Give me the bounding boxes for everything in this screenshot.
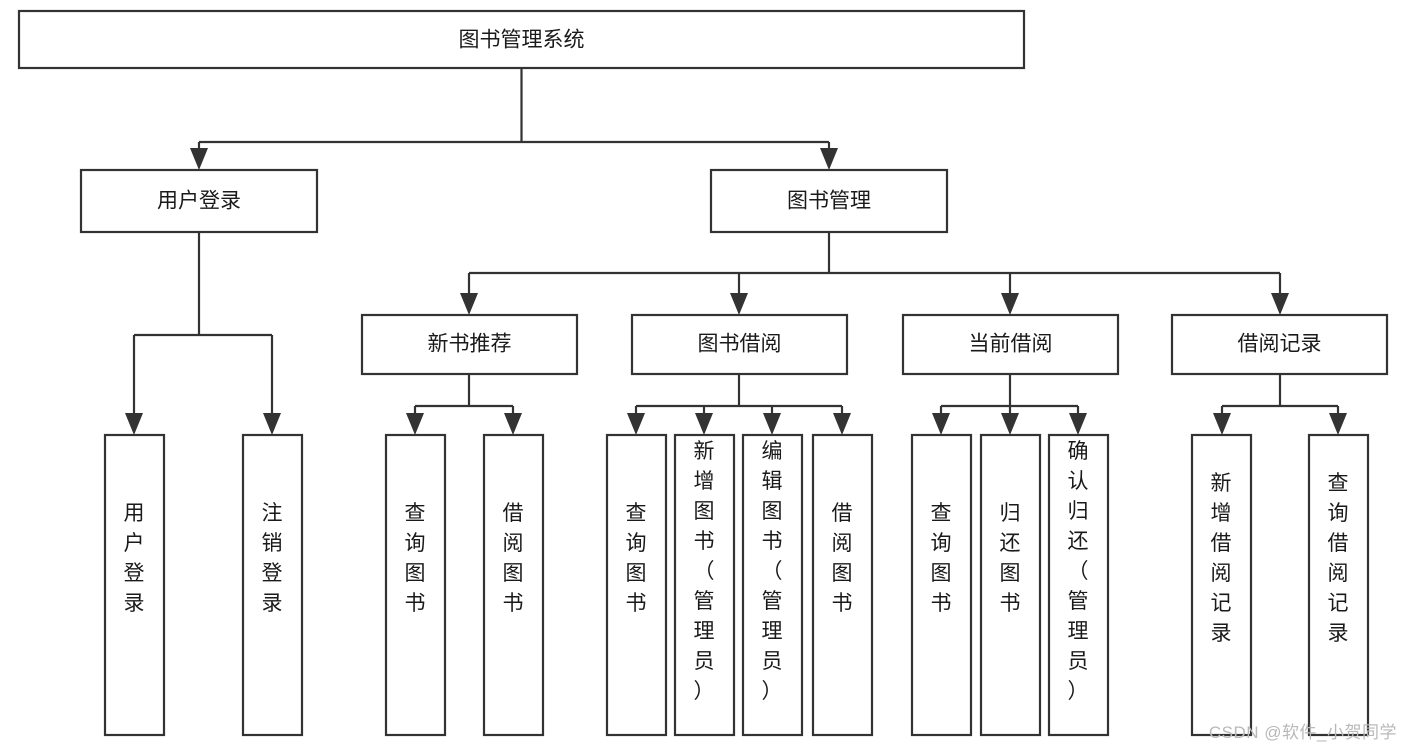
node-current-borrow[interactable]: 当前借阅 (901, 313, 1120, 376)
node-leaf-edit-book[interactable]: 编辑图书（管理员） (741, 433, 804, 737)
node-user-login[interactable]: 用户登录 (79, 168, 319, 234)
node-leaf-query-record[interactable]: 查询借阅记录 (1307, 433, 1370, 737)
arrow-br-leaf-2 (1329, 413, 1347, 435)
arrow-user-login-leaf-2 (263, 413, 281, 435)
node-leaf-query-book-3-box[interactable] (910, 433, 973, 737)
node-new-book-recommend-box[interactable] (360, 313, 579, 376)
node-leaf-borrow-book-2[interactable]: 借阅图书 (811, 433, 874, 737)
node-leaf-return-book[interactable]: 归还图书 (979, 433, 1042, 737)
node-new-book-recommend[interactable]: 新书推荐 (360, 313, 579, 376)
node-leaf-logout-login-box[interactable] (241, 433, 304, 737)
arrow-bm-book-borrow (730, 293, 748, 315)
node-leaf-borrow-book-2-label: 借阅图书 (832, 502, 853, 615)
node-borrow-record[interactable]: 借阅记录 (1170, 313, 1389, 376)
node-book-manage[interactable]: 图书管理 (709, 168, 949, 234)
node-leaf-query-record-label: 查询借阅记录 (1328, 472, 1349, 645)
node-leaf-confirm-return[interactable]: 确认归还（管理员） (1047, 433, 1110, 737)
node-leaf-return-book-box[interactable] (979, 433, 1042, 737)
connector-group-current-borrow (932, 374, 1087, 435)
node-root[interactable]: 图书管理系统 (17, 9, 1026, 70)
node-leaf-user-login-box[interactable] (103, 433, 166, 737)
node-leaf-confirm-return-box[interactable] (1047, 433, 1110, 737)
connector-group-book-borrow (627, 374, 851, 435)
node-current-borrow-box[interactable] (901, 313, 1120, 376)
node-leaf-return-book-label: 归还图书 (1000, 502, 1021, 615)
arrow-bm-borrow-record (1271, 293, 1289, 315)
node-leaf-query-record-box[interactable] (1307, 433, 1370, 737)
arrow-bb-leaf-4 (833, 413, 851, 435)
node-leaf-borrow-book-1-label: 借阅图书 (503, 502, 524, 615)
connector-group-new-book-recommend (406, 374, 522, 435)
node-leaf-query-book-3[interactable]: 查询图书 (910, 433, 973, 737)
node-leaf-borrow-book-1[interactable]: 借阅图书 (482, 433, 545, 737)
node-leaf-user-login-label: 用户登录 (124, 502, 145, 615)
node-borrow-record-box[interactable] (1170, 313, 1389, 376)
node-leaf-query-book-2[interactable]: 查询图书 (605, 433, 668, 737)
arrow-bm-new-book-recommend (460, 293, 478, 315)
node-leaf-add-record[interactable]: 新增借阅记录 (1190, 433, 1253, 737)
connector-group-book-manage (460, 232, 1289, 315)
node-leaf-logout-login[interactable]: 注销登录 (241, 433, 304, 737)
arrow-bb-leaf-3 (763, 413, 781, 435)
node-leaf-add-book-label: 新增图书（管理员） (694, 440, 715, 703)
node-leaf-confirm-return-label: 确认归还（管理员） (1068, 440, 1089, 703)
node-leaf-borrow-book-1-box[interactable] (482, 433, 545, 737)
node-current-borrow-label: 当前借阅 (969, 333, 1053, 356)
node-new-book-recommend-label: 新书推荐 (428, 333, 512, 356)
arrow-root-to-user-login (190, 148, 208, 170)
node-leaf-query-book-3-label: 查询图书 (931, 502, 952, 615)
node-leaf-borrow-book-2-box[interactable] (811, 433, 874, 737)
node-leaf-query-book-1[interactable]: 查询图书 (384, 433, 447, 737)
node-book-borrow-box[interactable] (630, 313, 849, 376)
arrow-bb-leaf-2 (695, 413, 713, 435)
arrow-root-to-book-manage (820, 148, 838, 170)
arrow-cb-leaf-2 (1001, 413, 1019, 435)
arrow-nbr-leaf-1 (406, 413, 424, 435)
node-leaf-logout-login-label: 注销登录 (262, 502, 283, 615)
node-book-manage-box[interactable] (709, 168, 949, 234)
arrow-user-login-leaf-1 (125, 413, 143, 435)
node-root-label: 图书管理系统 (459, 29, 585, 52)
arrow-br-leaf-1 (1213, 413, 1231, 435)
node-leaf-add-book[interactable]: 新增图书（管理员） (673, 433, 736, 737)
node-leaf-add-record-box[interactable] (1190, 433, 1253, 737)
connector-group-user-login (125, 232, 281, 435)
node-leaf-add-record-label: 新增借阅记录 (1211, 472, 1232, 645)
node-user-login-box[interactable] (79, 168, 319, 234)
node-leaf-query-book-1-label: 查询图书 (405, 502, 426, 615)
csdn-watermark: CSDN @软件_小贺同学 (1208, 723, 1397, 742)
arrow-cb-leaf-3 (1069, 413, 1087, 435)
arrow-nbr-leaf-2 (504, 413, 522, 435)
arrow-cb-leaf-1 (932, 413, 950, 435)
node-leaf-add-book-box[interactable] (673, 433, 736, 737)
node-leaf-query-book-1-box[interactable] (384, 433, 447, 737)
node-root-box[interactable] (17, 9, 1026, 70)
node-user-login-label: 用户登录 (157, 190, 241, 213)
node-leaf-edit-book-box[interactable] (741, 433, 804, 737)
arrow-bb-leaf-1 (627, 413, 645, 435)
arrow-bm-current-borrow (1001, 293, 1019, 315)
node-leaf-query-book-2-label: 查询图书 (626, 502, 647, 615)
connector-group-root (190, 68, 838, 170)
node-leaf-edit-book-label: 编辑图书（管理员） (762, 440, 783, 703)
node-book-borrow-label: 图书借阅 (698, 333, 782, 356)
node-borrow-record-label: 借阅记录 (1238, 333, 1322, 356)
node-book-manage-label: 图书管理 (787, 190, 871, 213)
node-leaf-user-login[interactable]: 用户登录 (103, 433, 166, 737)
node-leaf-query-book-2-box[interactable] (605, 433, 668, 737)
connector-group-borrow-record (1213, 374, 1347, 435)
node-book-borrow[interactable]: 图书借阅 (630, 313, 849, 376)
